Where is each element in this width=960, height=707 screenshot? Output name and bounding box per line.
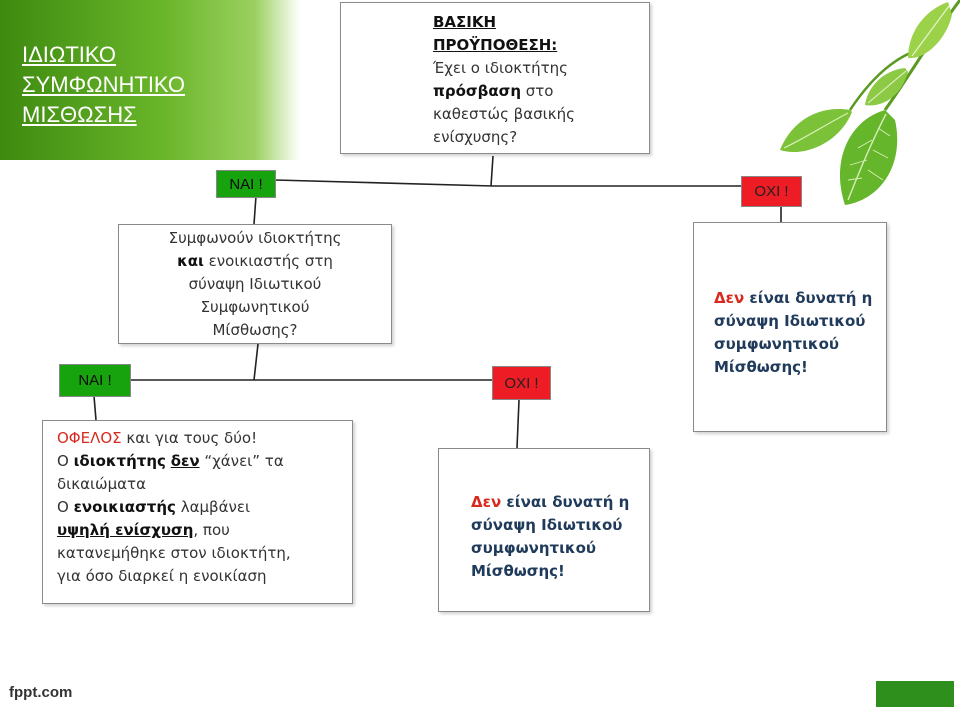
footer-green-bar — [876, 681, 954, 707]
leaf-top-right — [908, 2, 952, 59]
question-main-box: ΒΑΣΙΚΗ ΠΡΟΫΠΟΘΕΣΗ: Έχει ο ιδιοκτήτης πρό… — [340, 2, 650, 154]
line-yes-to-q2 — [253, 195, 257, 225]
no-label-top: ΟΧΙ ! — [741, 176, 802, 207]
footer-brand-logo: fppt.com — [9, 684, 73, 701]
leaf-left — [780, 109, 852, 153]
result-right-box: Δεν είναι δυνατή η σύναψη Ιδιωτικού συμφ… — [693, 222, 887, 432]
benefit-box: ΟΦΕΛΟΣ και για τους δύο! Ο ιδιοκτήτης δε… — [42, 420, 353, 604]
leaf-mid — [865, 68, 908, 106]
line-q2-down — [253, 343, 259, 381]
page-title: ΙΔΙΩΤΙΚΟ ΣΥΜΦΩΝΗΤΙΚΟ ΜΙΣΘΩΣΗΣ — [22, 42, 186, 127]
line-yes-left-down — [93, 395, 97, 421]
yes-label-top: ΝΑΙ ! — [216, 170, 276, 198]
line-top-left — [274, 179, 494, 187]
leaves-decoration — [780, 0, 960, 205]
line-no-mid-down — [516, 399, 520, 449]
no-label-middle: ΟΧΙ ! — [492, 366, 551, 400]
line-main-down — [490, 155, 494, 187]
result-middle-box: Δεν είναι δυνατή η σύναψη Ιδιωτικού συμφ… — [438, 448, 650, 612]
yes-label-left: ΝΑΙ ! — [59, 364, 131, 397]
title-banner — [0, 0, 300, 160]
leaf-large — [839, 110, 898, 205]
question-second-box: Συμφωνούν ιδιοκτήτης και ενοικιαστής στη… — [118, 224, 392, 344]
